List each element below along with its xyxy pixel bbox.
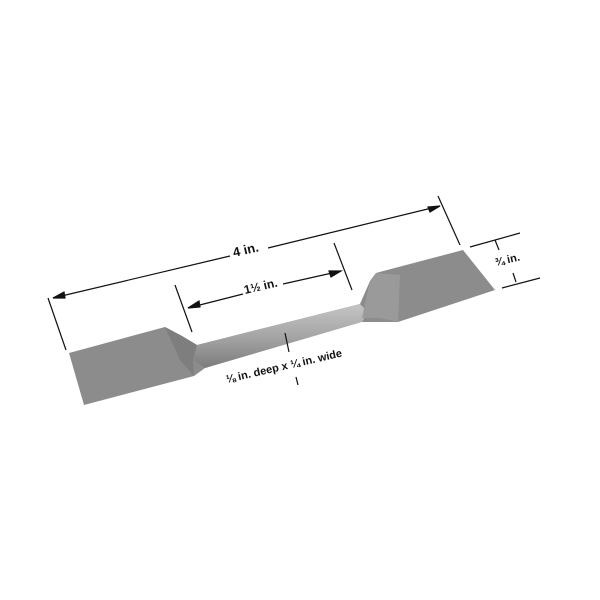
- arrowhead: [427, 205, 441, 213]
- section-leader-top: [284, 332, 290, 353]
- overall-dim-line-left: [52, 255, 231, 299]
- overall-dim-line-right: [267, 205, 441, 249]
- section-leader-bottom: [295, 376, 299, 386]
- width-dim-tick-top: [494, 239, 500, 251]
- gauge-ext-left: [174, 284, 193, 333]
- gauge-ext-right: [333, 242, 353, 291]
- overall-length-label: 4 in.: [231, 239, 260, 259]
- specimen-gauge-section: [193, 304, 368, 368]
- arrowhead: [328, 270, 344, 278]
- overall-ext-left: [47, 297, 67, 351]
- specimen-right-shoulder: [362, 273, 400, 322]
- dimension-lines: [47, 195, 541, 386]
- tab-width-label: ¾ in.: [494, 252, 521, 269]
- gauge-length-label: 1½ in.: [243, 276, 279, 297]
- width-ext-bottom: [501, 277, 541, 289]
- overall-ext-right: [437, 195, 461, 246]
- arrowhead: [52, 291, 66, 299]
- width-dim-tick-bottom: [512, 272, 517, 283]
- specimen-left-shoulder: [165, 327, 197, 376]
- specimen: [69, 250, 495, 405]
- arrowhead: [187, 300, 201, 309]
